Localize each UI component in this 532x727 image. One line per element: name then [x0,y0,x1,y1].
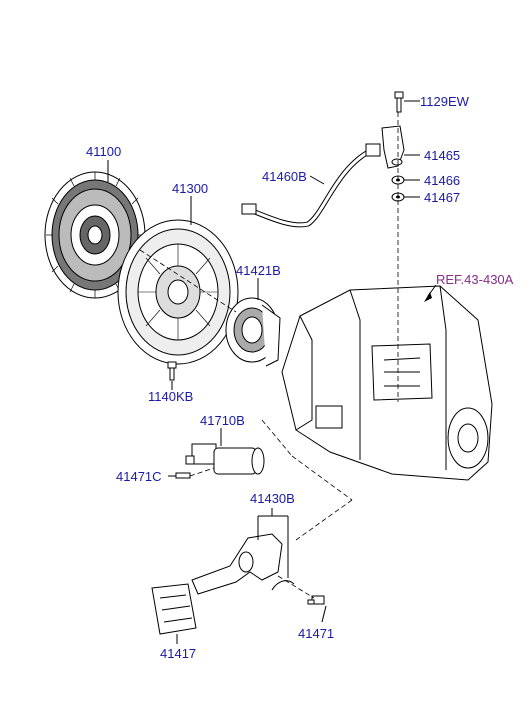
label-41460b: 41460B [262,169,307,184]
dust-boot-part [151,583,197,635]
bolt-41471c-part [175,472,191,479]
label-41471c: 41471C [116,469,162,484]
label-41430b: 41430B [250,491,295,506]
release-bearing-part [225,297,281,367]
bolt-1129ew-part [394,91,404,113]
bracket-part [381,125,405,169]
label-41710b: 41710B [200,413,245,428]
label-41300: 41300 [172,181,208,196]
label-41465: 41465 [424,148,460,163]
clutch-cover-part [117,219,239,365]
bolt-1140kb-part [167,361,177,381]
label-41467: 41467 [424,190,460,205]
label-41421b: 41421B [236,263,281,278]
leader-lines [107,100,437,644]
clutch-disc-part [44,171,146,299]
release-fork-part [191,533,295,595]
alignment-lines [139,112,399,599]
pivot-bolt-part [307,595,325,605]
label-ref-43-430a: REF.43-430A [436,272,514,287]
clutch-hose-part [241,143,381,228]
label-41471: 41471 [298,626,334,641]
label-41466: 41466 [424,173,460,188]
slave-cylinder-part [185,443,265,475]
label-1140kb: 1140KB [148,389,193,404]
label-1129ew: 1129EW [420,94,470,109]
label-41417: 41417 [160,646,196,661]
transmission-housing-part [281,285,493,481]
label-41100: 41100 [86,144,121,159]
